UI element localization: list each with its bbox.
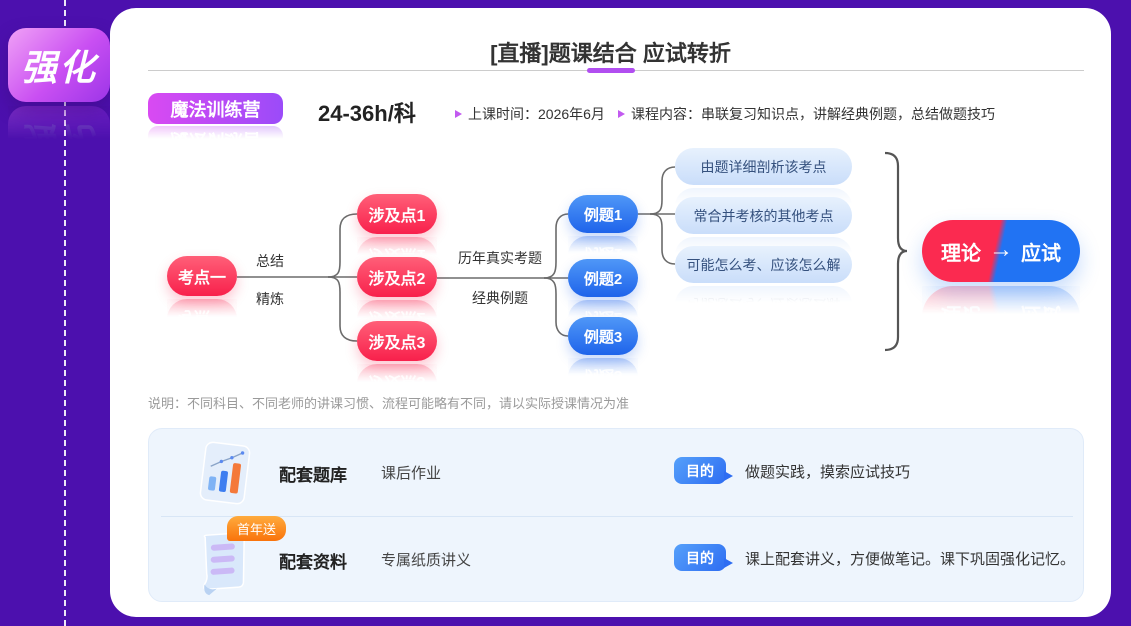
class-time-text: 上课时间：2026年6月: [468, 106, 605, 122]
flow-node-subpoint-2: 涉及点2: [357, 257, 437, 297]
bar-chart-icon: [199, 441, 251, 505]
resource-row-question-bank: 配套题库 课后作业 目的 做题实践，摸索应试技巧: [149, 429, 1083, 516]
edge-label-real-exams: 历年真实考题: [458, 250, 542, 266]
edge-label-classic-examples: 经典例题: [472, 290, 528, 306]
triangle-bullet-icon: [455, 110, 462, 118]
handout-icon: [203, 532, 246, 596]
course-content-text: 课程内容：串联复习知识点，讲解经典例题，总结做题技巧: [631, 106, 995, 122]
purpose-badge: 目的: [674, 544, 733, 571]
capsule-exam-label: 应试: [1021, 242, 1061, 265]
row-divider: [161, 516, 1073, 517]
course-content-info: 课程内容：串联复习知识点，讲解经典例题，总结做题技巧: [618, 104, 995, 124]
first-year-gift-badge: 首年送: [227, 516, 287, 541]
resource-desc: 专属纸质讲义: [381, 552, 472, 569]
title-accent-bar: [586, 68, 635, 73]
course-card: [直播]题课结合 应试转折 魔法训练营 24-36h/科 上课时间：2026年6…: [110, 8, 1111, 617]
class-time-info: 上课时间：2026年6月: [455, 104, 605, 124]
capsule-theory-label: 理论: [941, 242, 981, 265]
flowchart: 总结 精炼 历年真实考题 经典例题 考点一 涉及点1 涉及点2 涉及点3 例题1…: [110, 8, 1111, 617]
flow-node-exam-point: 考点一: [167, 256, 237, 296]
resource-name: 配套资料: [279, 553, 347, 572]
flow-node-example-1: 例题1: [568, 195, 638, 233]
curly-brace: [884, 151, 908, 352]
arrow-right-icon: →: [989, 235, 1013, 263]
resource-name: 配套题库: [279, 466, 347, 485]
triangle-bullet-icon: [618, 110, 625, 118]
purpose-badge-label: 目的: [686, 462, 714, 479]
purpose-badge: 目的: [674, 457, 733, 484]
stage-badge: 强化: [8, 28, 110, 102]
resource-desc: 课后作业: [381, 465, 442, 482]
camp-badge: 魔法训练营: [148, 93, 283, 124]
flow-node-analysis-2: 常合并考核的其他考点: [675, 197, 852, 234]
edge-label-summary: 总结: [256, 253, 284, 269]
purpose-text: 课上配套讲义，方便做笔记。课下巩固强化记忆。: [745, 551, 1076, 568]
edge-label-refine: 精炼: [256, 291, 284, 307]
flow-node-example-3: 例题3: [568, 317, 638, 355]
dashed-divider: [64, 0, 66, 626]
purpose-text: 做题实践，摸索应试技巧: [745, 464, 911, 481]
flow-node-subpoint-1: 涉及点1: [357, 194, 437, 234]
flow-node-analysis-1: 由题详细剖析该考点: [675, 148, 852, 185]
resources-panel: 配套题库 课后作业 目的 做题实践，摸索应试技巧 首年送: [148, 428, 1084, 602]
course-hours: 24-36h/科: [318, 101, 416, 126]
flow-node-example-2: 例题2: [568, 259, 638, 297]
resource-row-materials: 首年送 配套资料 专属纸质讲义 目的 课上配套讲义，方便做笔记。课下巩固强化记忆…: [149, 516, 1083, 603]
flow-node-analysis-3: 可能怎么考、应该怎么解: [675, 246, 852, 283]
page-title: [直播]题课结合 应试转折: [490, 41, 731, 66]
disclaimer-note: 说明：不同科目、不同老师的讲课习惯、流程可能略有不同，请以实际授课情况为准: [148, 396, 630, 411]
flow-node-subpoint-3: 涉及点3: [357, 321, 437, 361]
flow-connectors: [237, 151, 908, 352]
stage-badge-label: 强化: [20, 47, 97, 88]
camp-badge-label: 魔法训练营: [170, 99, 261, 120]
theory-to-exam-capsule: 理论 → 应试: [922, 220, 1080, 282]
purpose-badge-label: 目的: [686, 549, 714, 566]
